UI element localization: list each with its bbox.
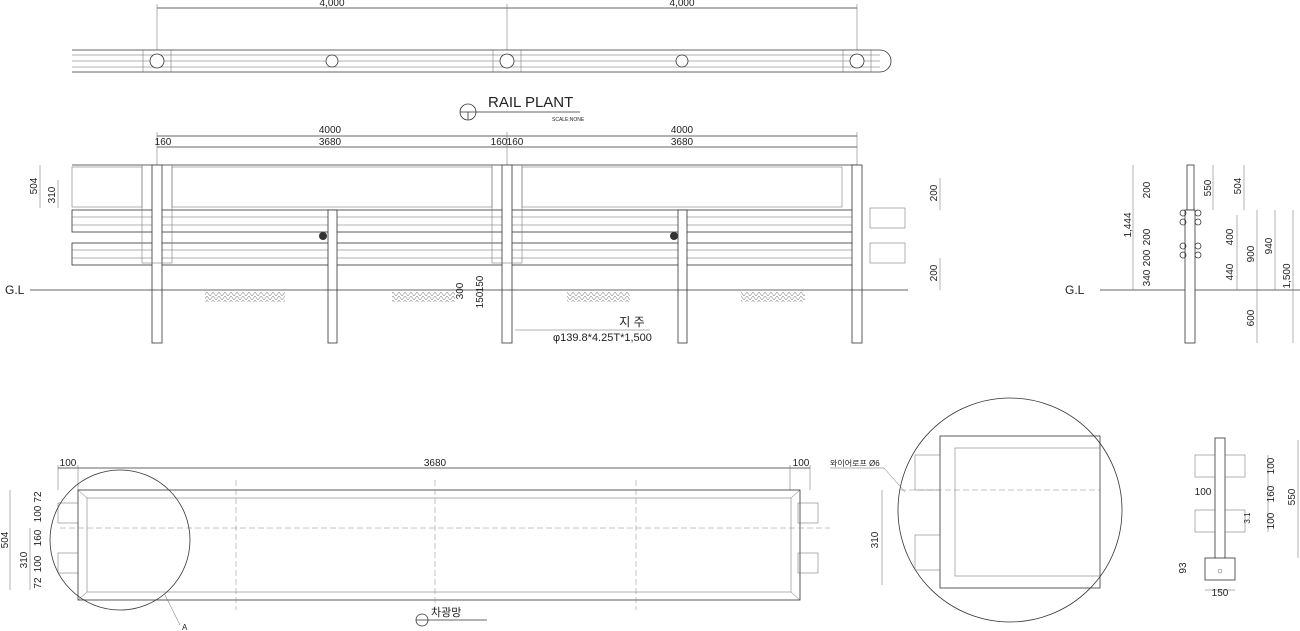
elev-dim-160: 160 [507,137,524,148]
elev-dim-310: 310 [47,186,58,203]
panel-view: 100 3680 100 A 504 310 72 100 160 100 72… [0,458,830,631]
bracket-detail: 100 160 100 550 100 3.1 93 150 [1178,437,1299,599]
plan-posts [142,49,872,73]
bracket-dim: 160 [1266,485,1277,502]
ground-level-label: G.L [5,283,25,297]
elevation-posts [141,164,863,344]
footing-dim-300: 300 [455,282,466,299]
bracket-dim: 100 [1266,457,1277,474]
panel-title: 차광망 [431,606,461,619]
side-dim: 200 [1142,249,1153,266]
side-ground-level-label: G.L [1065,283,1085,297]
elev-dim-504: 504 [29,177,40,194]
elev-dim-200: 200 [929,264,940,281]
bracket-dim: 550 [1287,488,1298,505]
elev-dim-200: 200 [929,184,940,201]
bracket-dim: 150 [1212,588,1229,599]
side-dim: 900 [1246,245,1257,262]
plan-dim-1: 4,000 [319,0,344,9]
detail-marker: A [182,623,188,631]
side-dim: 550 [1203,179,1214,196]
post-label: 지 주 [619,315,644,329]
side-dim: 940 [1264,237,1275,254]
side-dim: 504 [1233,177,1244,194]
panel-left-dim: 310 [19,551,30,568]
elev-dim-4000: 4000 [671,125,694,136]
side-dim: 200 [1142,228,1153,245]
plan-scale: SCALE:NONE [552,117,585,123]
detail-a-callout-circle [49,469,191,611]
side-view: G.L 1,444 200 200 200 340 550 504 400 44… [1065,164,1300,344]
rail-plan-view: 4,000 4,000 RAIL PLANT SCALE:NONE [72,0,892,123]
side-dim: 440 [1225,263,1236,280]
side-dim: 1,444 [1123,212,1134,237]
bracket-dim: 100 [1266,512,1277,529]
side-dim: 600 [1246,309,1257,326]
bracket-dim: 93 [1178,562,1189,574]
side-dim: 200 [1142,181,1153,198]
panel-left-dim: 100 [33,505,44,522]
elev-dim-3680: 3680 [319,137,342,148]
panel-dim: 100 [793,458,810,469]
panel-left-dim: 100 [33,555,44,572]
bracket-dim: 100 [1195,487,1212,498]
plan-title: RAIL PLANT [488,94,573,111]
elev-dim-160: 160 [491,137,508,148]
side-dim: 340 [1142,269,1153,286]
side-dim: 1,500 [1282,263,1293,288]
footing-dim-150: 150 [475,291,486,308]
plan-dim-2: 4,000 [669,0,694,9]
panel-left-dim: 160 [33,529,44,546]
footing-dim-150: 150 [475,275,486,292]
panel-left-dim: 504 [0,531,11,548]
side-dim: 400 [1225,228,1236,245]
elev-dim-160: 160 [155,137,172,148]
detail-a-view: 와이어로프 Ø6 310 [830,397,1123,623]
elevation-view: 4000 4000 3680 3680 160 160 160 G.L [5,125,941,344]
panel-left-dim: 72 [33,491,44,503]
detail-dim-310: 310 [870,531,881,548]
panel-left-dim: 72 [33,577,44,589]
elev-dim-3680: 3680 [671,137,694,148]
post-spec: φ139.8*4.25T*1,500 [553,332,652,344]
panel-dim: 100 [60,458,77,469]
bracket-dim: 3.1 [1243,512,1252,524]
panel-dim: 3680 [424,458,447,469]
elev-dim-4000: 4000 [319,125,342,136]
wire-rope-label: 와이어로프 Ø6 [830,458,880,468]
